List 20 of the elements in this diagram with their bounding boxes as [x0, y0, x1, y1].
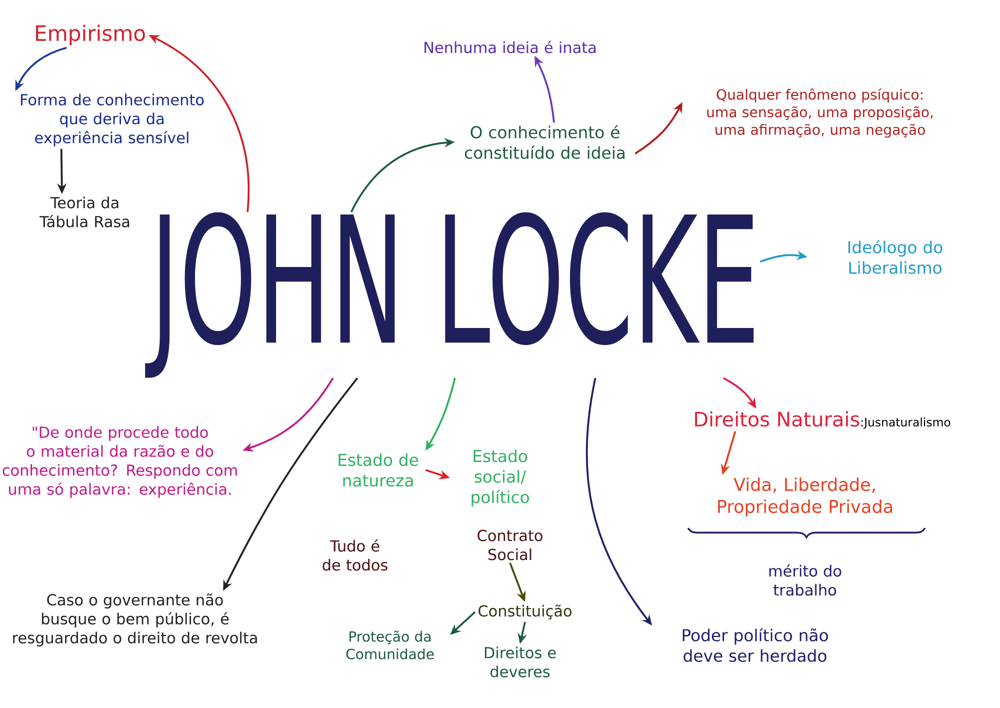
note-text: Poder político não deve ser herdado — [682, 628, 828, 662]
note-text: Constituição — [478, 604, 572, 620]
topic-text: O conhecimento é constituído de ideia — [464, 125, 624, 159]
topic-text: Ideólogo do Liberalismo — [848, 240, 942, 274]
topic-text: Vida, Liberdade, Propriedade Privada — [718, 478, 892, 516]
note-text: Tudo é de todos — [322, 539, 388, 571]
topic-text: Estado de natureza — [338, 453, 418, 487]
note-text: Teoria da Tábula Rasa — [40, 196, 130, 228]
title-text: JOHN LOCKE — [145, 212, 754, 378]
topic-text: Empirismo — [36, 24, 145, 46]
note-text: Contrato Social — [478, 530, 542, 560]
note-text: Direitos e deveres — [484, 646, 556, 678]
note-text: Proteção da Comunidade — [346, 630, 434, 660]
note-text: Nenhuma ideia é inata — [424, 40, 596, 54]
quote-text: "De onde procede todo o material da razão e do conhecimento? Respondo com uma só palavra: experiência. — [2, 426, 237, 498]
note-text: mérito do trabalho — [769, 564, 842, 596]
note-text: Forma de conhecimento que deriva da experiência sensível — [21, 94, 204, 146]
note-text: Caso o governante não busque o bem público, é resguardado o direito de revolta — [13, 594, 257, 646]
note-text: Qualquer fenômeno psíquico: uma sensação, uma proposição, uma afirmação, uma negação — [707, 88, 933, 138]
topic-text: Estado social/ político — [472, 450, 529, 506]
